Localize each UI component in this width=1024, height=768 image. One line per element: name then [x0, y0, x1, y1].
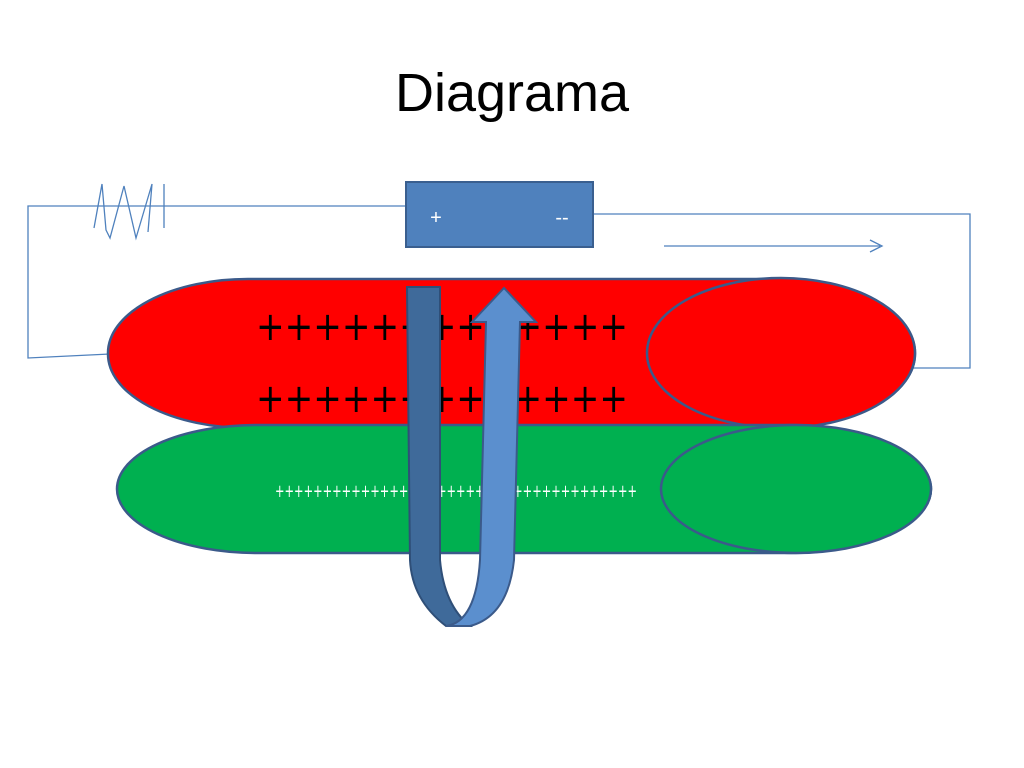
battery-positive-label: + [430, 207, 442, 229]
red-plate-charges-row-1: +++++++++++++ [256, 304, 628, 350]
wire-right [593, 213, 971, 369]
slide-title: Diagrama [394, 63, 630, 123]
curved-field-arrow-icon [405, 286, 539, 627]
green-plate-end-cap [659, 423, 933, 555]
green-plate: ++++++++++++++++++++++++++++++++++++++ [115, 423, 933, 555]
battery-negative-label: -- [555, 207, 568, 229]
battery-body [405, 181, 594, 248]
curved-arrow-up-band [445, 286, 539, 627]
red-plate-charges-row-2: +++++++++++++ [256, 376, 628, 422]
red-plate-end-cap [645, 276, 917, 430]
resistor-icon [93, 183, 165, 241]
wire-left [27, 205, 405, 359]
current-direction-arrow [664, 239, 884, 253]
circuit-wires [27, 205, 971, 369]
battery: + -- [405, 181, 594, 248]
green-plate-charges: ++++++++++++++++++++++++++++++++++++++ [275, 481, 637, 502]
